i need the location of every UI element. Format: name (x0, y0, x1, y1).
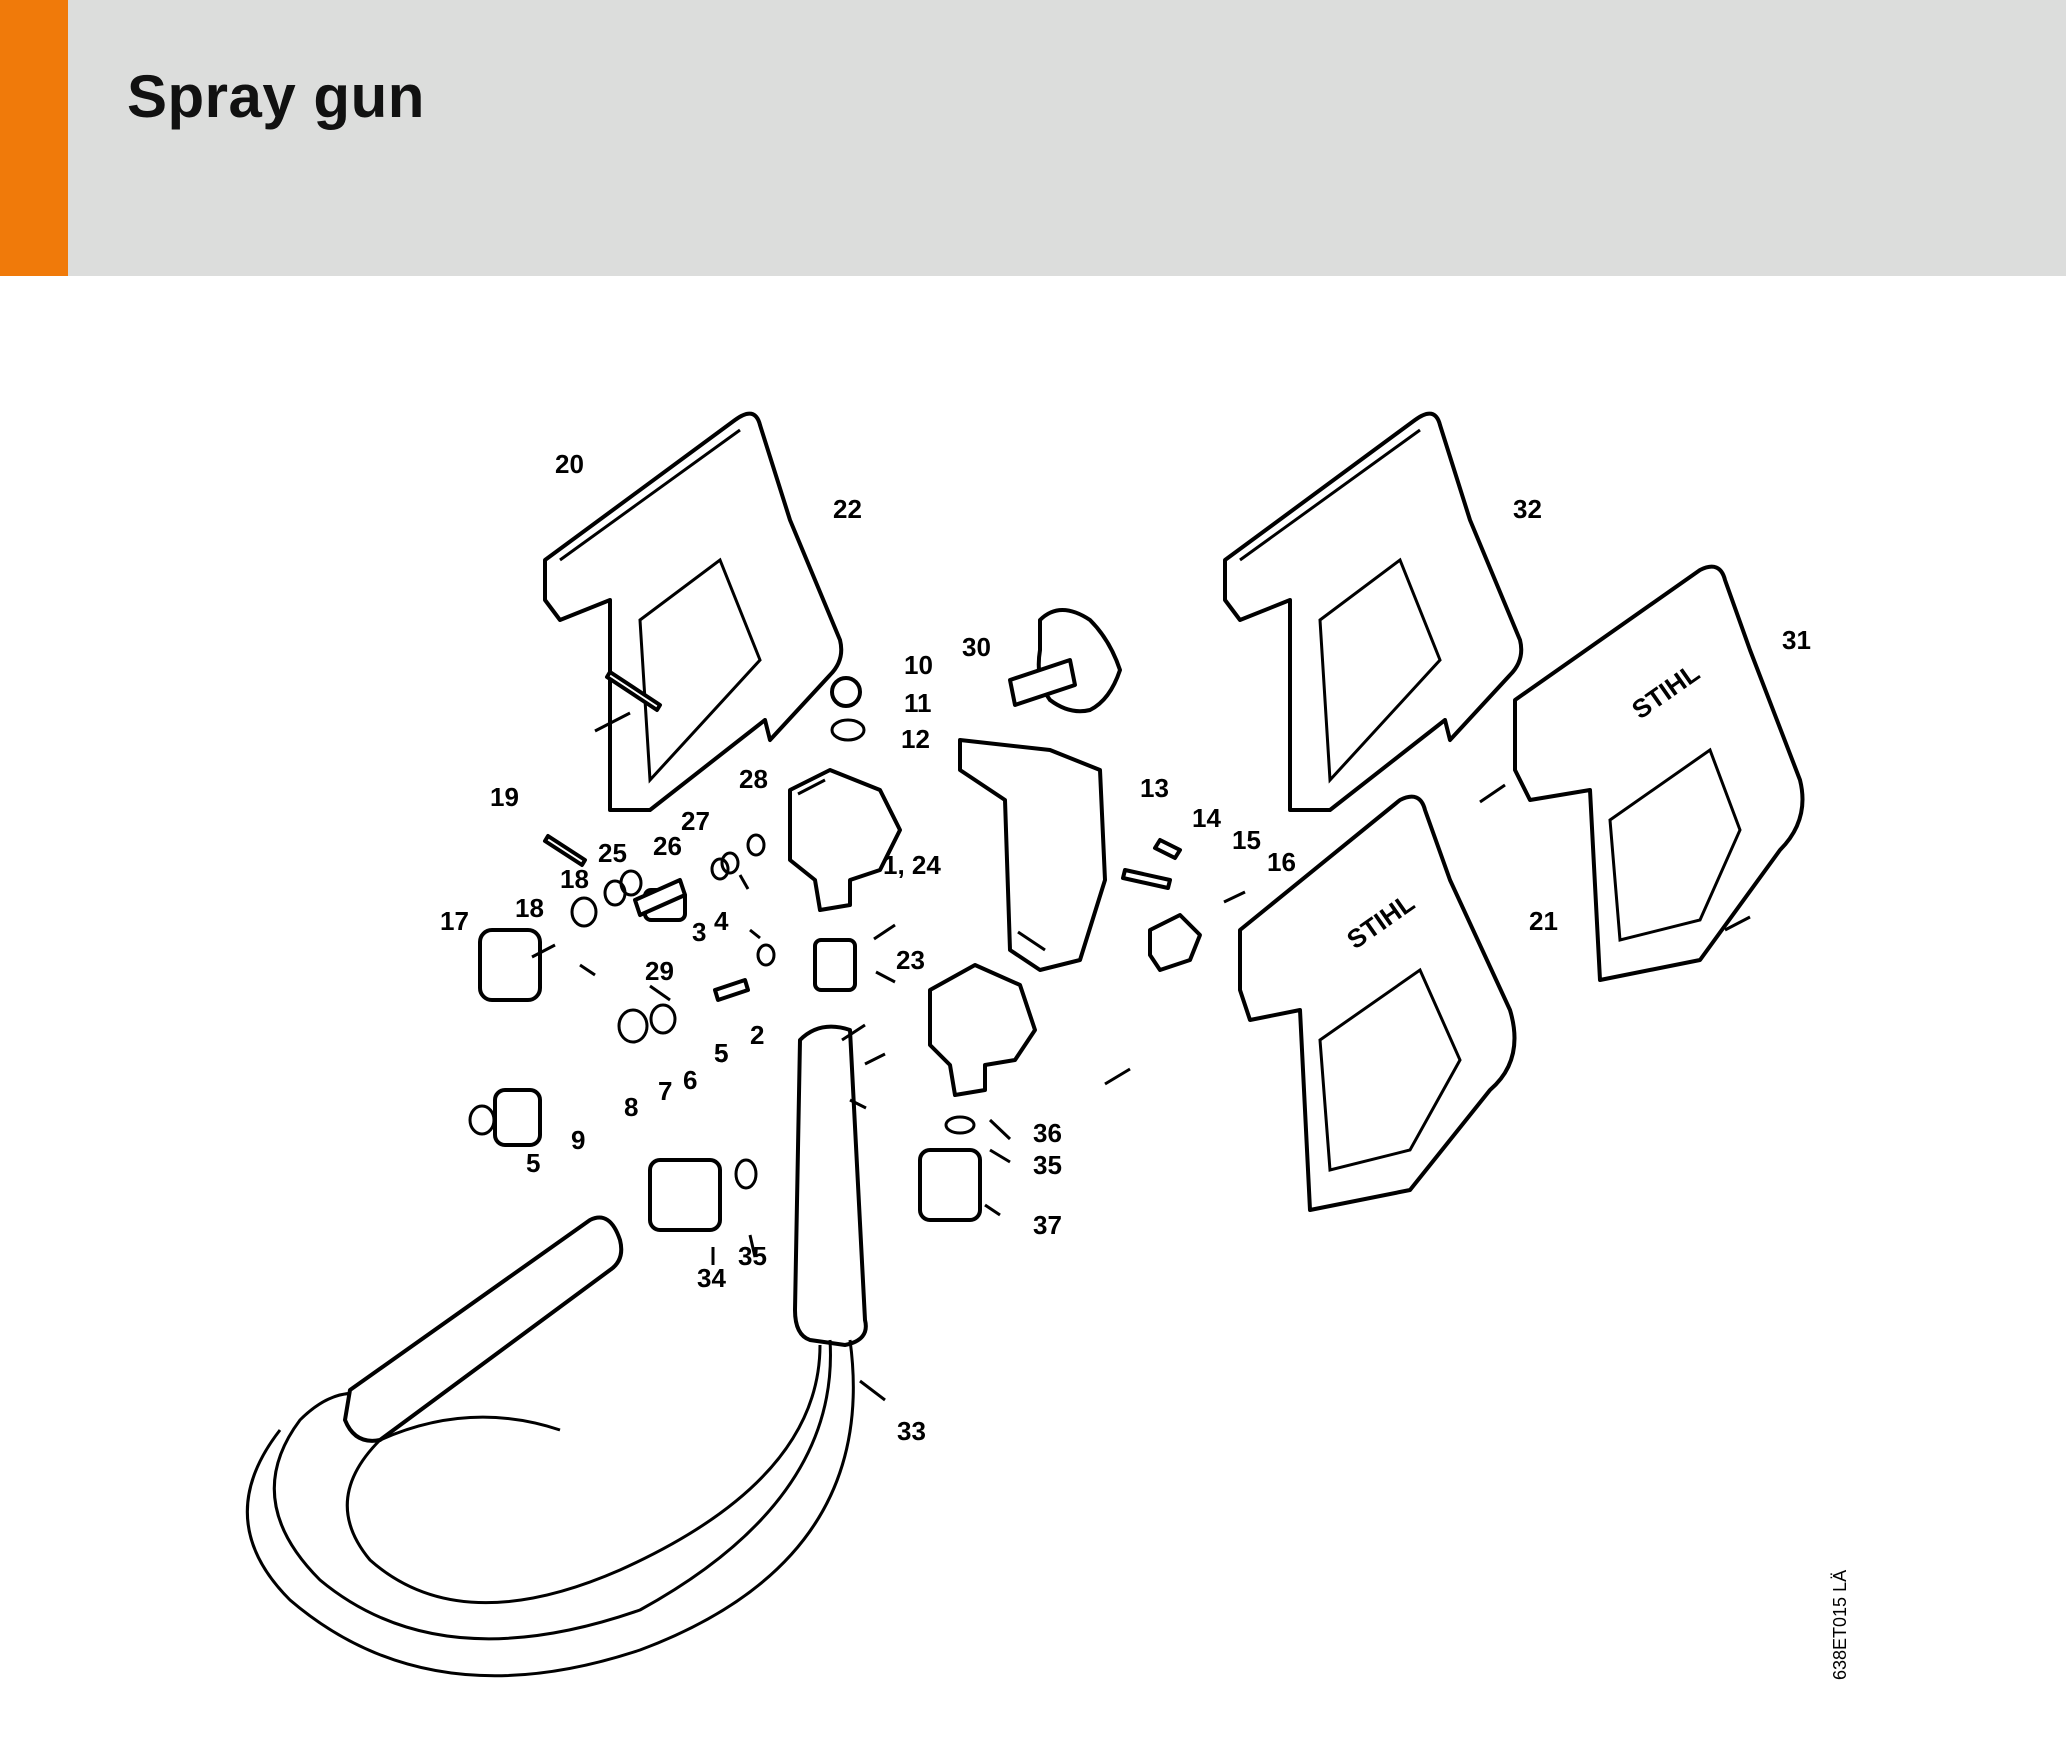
callout-label: 25 (598, 838, 627, 868)
callout-label: 28 (739, 764, 768, 794)
callout-label: 8 (624, 1092, 638, 1122)
callout-label: 33 (897, 1416, 926, 1446)
callout-labels: 1, 24 2 3 4 5 5 5 6 7 8 9 10 11 12 13 14… (440, 449, 1811, 1446)
callout-label: 10 (904, 650, 933, 680)
callout-label: 34 (697, 1263, 726, 1293)
callout-label: 31 (1782, 625, 1811, 655)
callout-label: 35 (1033, 1150, 1062, 1180)
callout-label: 18 (515, 893, 544, 923)
callout-label: 11 (904, 688, 932, 718)
header-band (0, 0, 2066, 276)
callout-label: 16 (1267, 847, 1296, 877)
callout-label: 13 (1140, 773, 1169, 803)
fittings (468, 676, 1202, 1232)
callout-label: 32 (1513, 494, 1542, 524)
screw-20 (605, 670, 662, 712)
callout-label: 5 (714, 1038, 728, 1068)
grip-shell-21: STIHL (1238, 794, 1517, 1212)
callout-label: 20 (555, 449, 584, 479)
callout-label: 35 (738, 1241, 767, 1271)
callout-label: 19 (490, 782, 519, 812)
callout-label: 18 (560, 864, 589, 894)
adjusting-knob (1008, 608, 1122, 714)
leader-lines (531, 711, 1751, 1402)
screw-19 (543, 834, 587, 867)
callout-label: 22 (833, 494, 862, 524)
handle-half-right (1223, 411, 1524, 812)
header-accent-bar (0, 0, 68, 276)
callout-label: 26 (653, 831, 682, 861)
callout-label: 4 (714, 906, 729, 936)
callout-label: 15 (1232, 825, 1261, 855)
callout-label: 3 (692, 917, 706, 947)
callout-label: 36 (1033, 1118, 1062, 1148)
valve-body (788, 768, 902, 912)
exploded-parts-diagram: STIHL STIHL (245, 411, 1811, 1678)
callout-label: 6 (683, 1065, 697, 1095)
figure-reference-code: 638ET015 LÄ (1830, 1569, 1850, 1680)
callout-label: 7 (658, 1076, 672, 1106)
callout-label: 14 (1192, 803, 1221, 833)
callout-label: 2 (750, 1020, 764, 1050)
trigger-lever (958, 738, 1107, 972)
callout-label: 9 (571, 1125, 585, 1155)
callout-label: 12 (901, 724, 930, 754)
callout-label: 17 (440, 906, 469, 936)
callout-label: 5 (526, 1148, 540, 1178)
callout-label: 1, 24 (883, 850, 941, 880)
callout-label: 21 (1529, 906, 1558, 936)
grip-shell-31: STIHL (1513, 564, 1805, 982)
callout-label: 29 (645, 956, 674, 986)
callout-label: 37 (1033, 1210, 1062, 1240)
handle-half-left (543, 411, 844, 812)
callout-label: 27 (681, 806, 710, 836)
callout-label: 5 (714, 1038, 728, 1068)
page-title: Spray gun (127, 63, 425, 130)
hose (245, 1024, 868, 1678)
valve-body-alt (928, 963, 1037, 1097)
callout-label: 23 (896, 945, 925, 975)
callout-label: 30 (962, 632, 991, 662)
